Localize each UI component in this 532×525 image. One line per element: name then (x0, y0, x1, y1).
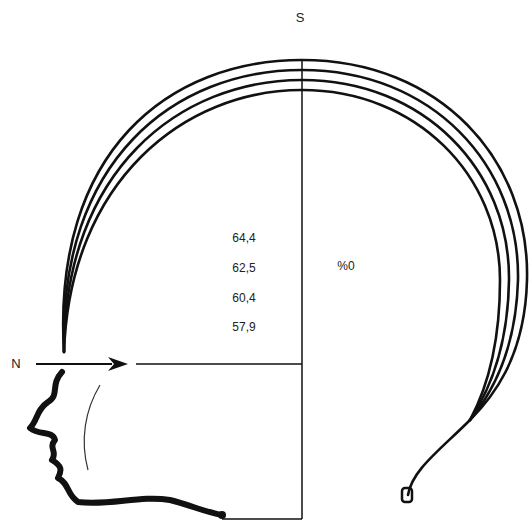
arrow-head (108, 357, 128, 371)
measurement-value: 64,4 (232, 231, 255, 245)
cheek-line (84, 385, 100, 470)
measurement-value: 60,4 (232, 291, 255, 305)
neck-line (408, 420, 470, 495)
measurement-value: 62,5 (232, 261, 255, 275)
horizontal-line (136, 363, 302, 365)
point-label: S (296, 11, 305, 25)
arc-line (63, 60, 527, 420)
percent-label: %0 (337, 259, 354, 273)
vertical-axis (301, 60, 303, 519)
point-label: N (11, 357, 20, 371)
arc-line (64, 80, 509, 420)
wire-end (402, 488, 412, 502)
face-profile (30, 372, 222, 515)
nasion-arrow (36, 363, 112, 365)
measurement-value: 57,9 (232, 320, 255, 334)
base-line (222, 518, 302, 520)
arc-line (64, 90, 500, 420)
arc-line (64, 70, 518, 420)
chin-point (218, 511, 226, 519)
